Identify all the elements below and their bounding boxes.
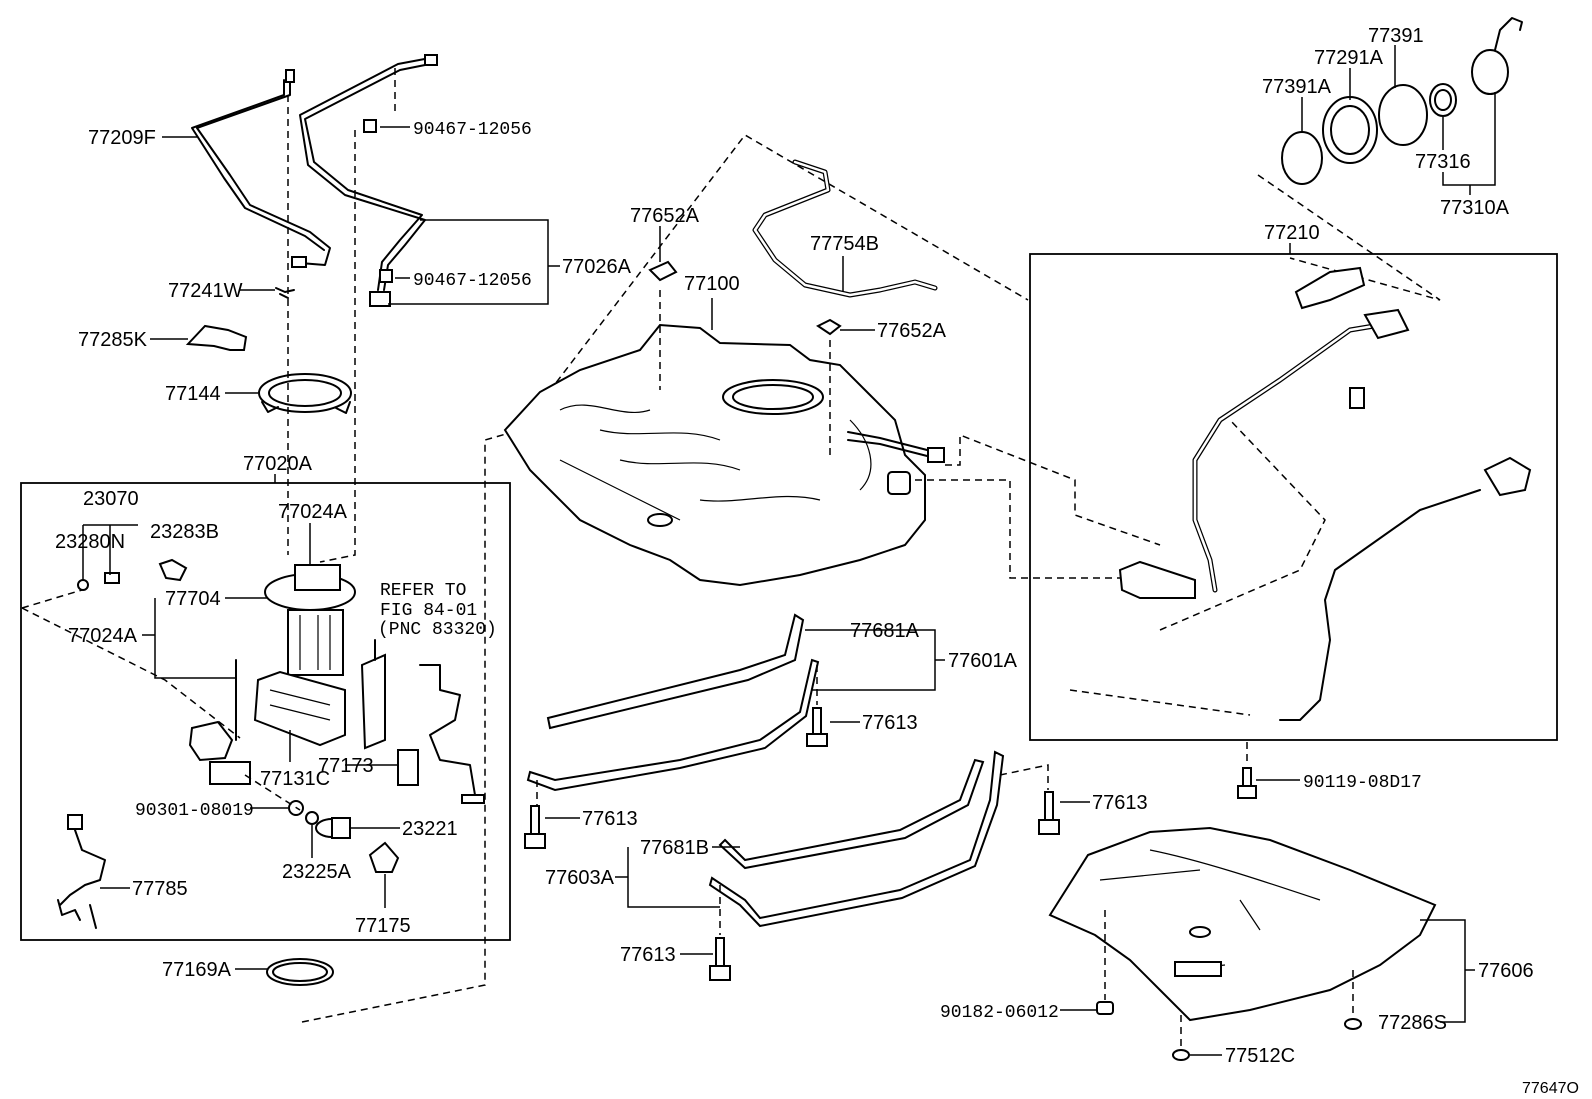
sensor-23070 bbox=[77, 572, 120, 591]
label-77144: 77144 bbox=[165, 383, 221, 405]
bolt-77613-c bbox=[1038, 791, 1060, 835]
label-77652A-top: 77652A bbox=[630, 205, 700, 227]
strap-77603A bbox=[708, 750, 1005, 928]
gasket-77391A bbox=[1281, 131, 1323, 185]
pad-77652A-top bbox=[648, 260, 678, 282]
harness-77785 bbox=[57, 814, 106, 929]
label-77175: 77175 bbox=[355, 915, 411, 937]
clamp-mid-90467 bbox=[379, 269, 393, 283]
sender-bracket-77131C bbox=[253, 670, 346, 747]
strap-77681A bbox=[546, 613, 805, 730]
bolt-77613-b bbox=[524, 805, 546, 849]
label-77291A: 77291A bbox=[1314, 47, 1384, 69]
clip-77512C bbox=[1172, 1049, 1190, 1061]
clip-77286S bbox=[1344, 1018, 1362, 1030]
label-77026A: 77026A bbox=[562, 256, 632, 278]
label-77169A: 77169A bbox=[162, 959, 232, 981]
protector-77285K bbox=[185, 324, 248, 351]
label-77603A: 77603A bbox=[545, 867, 615, 889]
label-77285K: 77285K bbox=[78, 329, 148, 351]
pump-assembly-box bbox=[20, 482, 511, 941]
label-refer-line1: REFER TO bbox=[380, 581, 466, 601]
filler-pipe-77210 bbox=[1118, 266, 1532, 721]
figure-id: 77647O bbox=[1522, 1080, 1579, 1097]
label-77131C: 77131C bbox=[260, 768, 330, 790]
label-90467-top: 90467-12056 bbox=[413, 120, 532, 140]
label-90119-08D17: 90119-08D17 bbox=[1303, 773, 1422, 793]
label-77601A: 77601A bbox=[948, 650, 1018, 672]
bolt-90182 bbox=[1096, 1001, 1114, 1015]
pump-body-left bbox=[188, 659, 251, 785]
vent-hose-77754B bbox=[752, 159, 938, 298]
vent-line-77209F bbox=[191, 69, 331, 268]
strap-77601A bbox=[526, 658, 820, 792]
label-23283B: 23283B bbox=[150, 521, 219, 543]
label-23280N: 23280N bbox=[55, 531, 125, 553]
label-77613-a: 77613 bbox=[862, 712, 918, 734]
label-77613-b: 77613 bbox=[582, 808, 638, 830]
spacer-23225A bbox=[305, 811, 319, 825]
label-refer-line2: FIG 84-01 bbox=[380, 601, 477, 621]
strap-77681B bbox=[718, 758, 985, 870]
label-77100: 77100 bbox=[684, 273, 740, 295]
label-23225A: 23225A bbox=[282, 861, 352, 883]
label-90182-06012: 90182-06012 bbox=[940, 1003, 1059, 1023]
label-77512C: 77512C bbox=[1225, 1045, 1295, 1067]
label-77613-d: 77613 bbox=[620, 944, 676, 966]
bolt-90119 bbox=[1237, 767, 1257, 799]
harness-refer bbox=[419, 664, 485, 804]
ring-77316 bbox=[1429, 83, 1457, 117]
clip-23283B bbox=[158, 558, 188, 582]
label-77652A-right: 77652A bbox=[877, 320, 947, 342]
label-77704: 77704 bbox=[165, 588, 221, 610]
label-77613-c: 77613 bbox=[1092, 792, 1148, 814]
label-77241W: 77241W bbox=[168, 280, 243, 302]
housing-77291A bbox=[1322, 96, 1378, 164]
fuel-level-sender-77173 bbox=[360, 639, 419, 786]
label-23221: 23221 bbox=[402, 818, 458, 840]
label-77024A-top: 77024A bbox=[278, 501, 348, 523]
label-77785: 77785 bbox=[132, 878, 188, 900]
label-77024A-left: 77024A bbox=[68, 625, 138, 647]
retainer-ring-77144 bbox=[258, 373, 352, 414]
label-77286S: 77286S bbox=[1378, 1012, 1447, 1034]
clamp-top-90467 bbox=[363, 68, 396, 133]
leader-lines bbox=[82, 45, 1496, 1056]
pad-77652A-right bbox=[816, 318, 842, 336]
fuel-pump-gauge-77704 bbox=[264, 564, 356, 676]
label-77316: 77316 bbox=[1415, 151, 1471, 173]
label-77754B: 77754B bbox=[810, 233, 879, 255]
label-77681A: 77681A bbox=[850, 620, 920, 642]
label-77681B: 77681B bbox=[640, 837, 709, 859]
filler-pipe-box bbox=[1029, 253, 1558, 741]
filter-23221 bbox=[315, 817, 351, 839]
label-77310A: 77310A bbox=[1440, 197, 1510, 219]
gasket-77391 bbox=[1378, 84, 1428, 146]
bracket-77175 bbox=[368, 841, 400, 873]
label-77209F: 77209F bbox=[88, 127, 156, 149]
gasket-77169A bbox=[266, 958, 334, 986]
label-refer-line3: (PNC 83320) bbox=[378, 620, 497, 640]
clip-77241W bbox=[275, 287, 295, 299]
fuel-cap-77310A bbox=[1471, 17, 1523, 95]
label-77606: 77606 bbox=[1478, 960, 1534, 982]
fuel-tank-77100 bbox=[503, 323, 945, 587]
label-90467-mid: 90467-12056 bbox=[413, 271, 532, 291]
label-23070: 23070 bbox=[83, 488, 139, 510]
tank-protector-77606 bbox=[1048, 826, 1437, 1022]
label-77391A: 77391A bbox=[1262, 76, 1332, 98]
label-77173: 77173 bbox=[318, 755, 374, 777]
label-77210: 77210 bbox=[1264, 222, 1320, 244]
label-90301-08019: 90301-08019 bbox=[135, 801, 254, 821]
fuel-line-77026A bbox=[299, 54, 438, 307]
gasket-90301 bbox=[288, 800, 304, 816]
label-77391: 77391 bbox=[1368, 25, 1424, 47]
bolt-77613-d bbox=[709, 937, 731, 981]
bolt-77613-a bbox=[806, 707, 828, 747]
label-77020A: 77020A bbox=[243, 453, 313, 475]
